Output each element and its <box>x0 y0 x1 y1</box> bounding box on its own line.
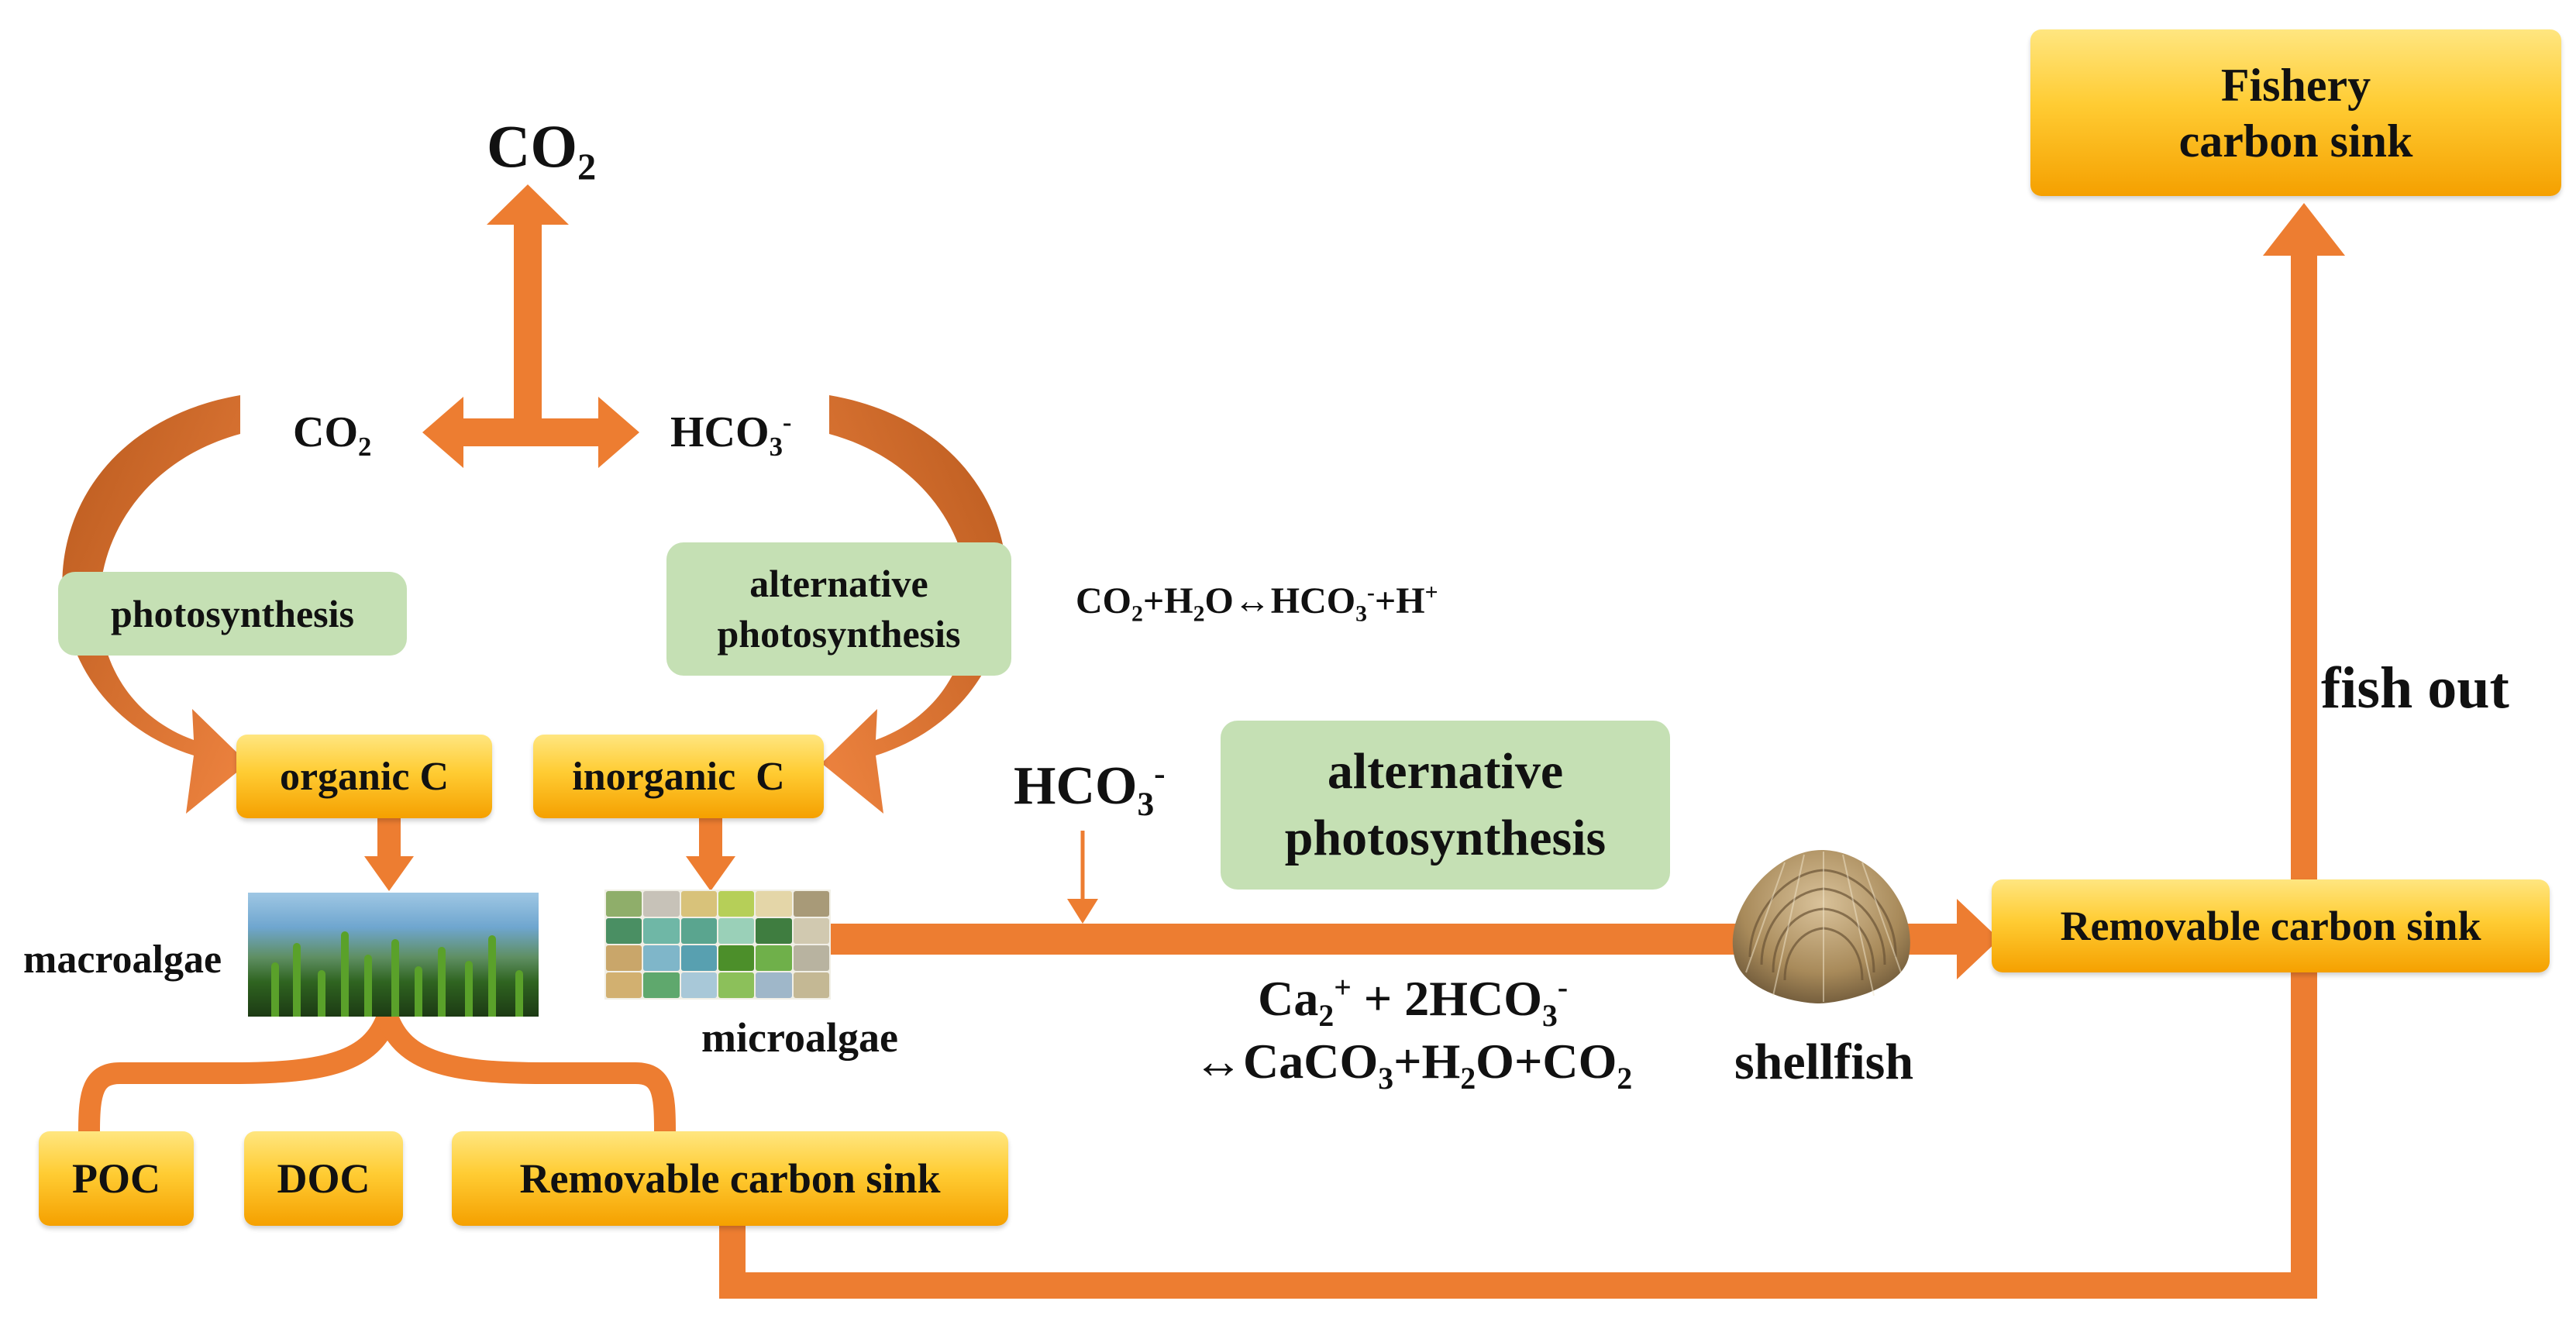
eq1-d: +H <box>1374 580 1425 621</box>
arrow-inorganic-down-shaft <box>699 817 722 860</box>
co2-top-sub: 2 <box>577 146 597 188</box>
eq2-line2: ↔CaCO3+H2O+CO2 <box>1193 1034 1632 1094</box>
eq2-ca-sub: 2 <box>1318 998 1334 1033</box>
removable-bottom-label: Removable carbon sink <box>519 1155 941 1202</box>
eq1-b-sub: 2 <box>1193 601 1205 627</box>
doc-label: DOC <box>277 1155 370 1202</box>
organic-c-box: organic C <box>236 735 492 818</box>
alt-photo-small-line1: alternative <box>749 562 928 605</box>
hco3-input-label: HCO3- <box>1014 756 1166 821</box>
hco3-mid-sub: 3 <box>769 432 783 463</box>
microalgae-photo <box>604 890 831 1000</box>
eq1-c-sup: - <box>1366 580 1375 605</box>
eq2-h2o: +H <box>1393 1034 1461 1089</box>
hco3-water-label: HCO3- <box>670 408 791 460</box>
fish-out-label: fish out <box>2321 656 2509 721</box>
hco3-right-base: HCO <box>1014 756 1138 816</box>
calcification-equation: Ca2+ + 2HCO3- ↔CaCO3+H2O+CO2 <box>1193 970 1632 1094</box>
organic-c-label: organic C <box>279 754 449 799</box>
fishery-carbon-sink-box: Fishery carbon sink <box>2030 29 2561 196</box>
eq1-a-sub: 2 <box>1131 601 1143 627</box>
alt-photo-large-line1: alternative <box>1327 743 1564 800</box>
double-arrow-right-head <box>598 397 639 468</box>
co2-atmosphere-label: CO2 <box>487 116 596 187</box>
hco3-mid-base: HCO <box>670 408 770 456</box>
eq1-c-sub: 3 <box>1355 601 1367 627</box>
eq1-b: +H <box>1142 580 1193 621</box>
arrow-hco3-down-head <box>1067 899 1098 924</box>
inorganic-c-label: inorganic C <box>572 754 785 799</box>
removable-carbon-sink-bottom-box: Removable carbon sink <box>452 1131 1008 1226</box>
double-arrow-shaft <box>457 418 612 446</box>
eq2-h2o-sub: 2 <box>1460 1061 1476 1096</box>
alt-photosynthesis-small-box: alternative photosynthesis <box>666 542 1011 676</box>
alt-photosynthesis-large-box: alternative photosynthesis <box>1221 721 1670 890</box>
shellfish-label: shellfish <box>1734 1034 1914 1090</box>
fishery-line2: carbon sink <box>2178 115 2413 167</box>
eq2-line1: Ca2+ + 2HCO3- <box>1193 970 1632 1031</box>
co2-mid-sub: 2 <box>358 432 372 463</box>
alt-photo-large-line2: photosynthesis <box>1284 810 1607 866</box>
branch-macro-removable <box>377 1012 676 1132</box>
arrow-shellfish-removable-head <box>1957 899 1999 979</box>
poc-box: POC <box>39 1131 194 1226</box>
photosynthesis-label: photosynthesis <box>111 592 354 635</box>
eq1-d-sup: + <box>1424 580 1438 605</box>
removable-carbon-sink-right-box: Removable carbon sink <box>1992 879 2550 972</box>
eq2-hco3: + 2HCO <box>1351 971 1543 1026</box>
eq2-hco3-sup: - <box>1557 970 1569 1005</box>
arrow-inorganic-down-head <box>686 856 735 891</box>
return-path-up-lower <box>2291 972 2317 1299</box>
arrow-up-co2-head <box>487 184 569 225</box>
eq2-hco3-sub: 3 <box>1542 998 1558 1033</box>
arrow-organic-down-shaft <box>377 817 401 860</box>
alt-photo-small-line2: photosynthesis <box>717 612 961 656</box>
branch-macro-poc <box>78 1012 398 1132</box>
curve-arrow-alt-photosynthesis <box>821 395 1007 814</box>
removable-right-label: Removable carbon sink <box>2060 903 2481 949</box>
eq2-co2: O+CO <box>1476 1034 1617 1089</box>
fishery-line1: Fishery <box>2220 59 2371 111</box>
eq2-co2-sub: 2 <box>1617 1061 1633 1096</box>
arrow-up-co2-shaft <box>514 221 542 430</box>
hco3-right-sub: 3 <box>1137 786 1155 823</box>
photosynthesis-box: photosynthesis <box>58 572 407 656</box>
fish-out-arrow-head <box>2263 203 2345 256</box>
fish-out-arrow-shaft <box>2291 252 2317 887</box>
arrow-organic-down-head <box>364 856 414 891</box>
co2-mid-base: CO <box>293 408 358 456</box>
shellfish-icon <box>1732 849 1910 1003</box>
inorganic-c-box: inorganic C <box>533 735 824 818</box>
eq1-c: O↔HCO <box>1204 580 1356 621</box>
double-arrow-left-head <box>422 397 463 468</box>
microalgae-label: microalgae <box>701 1014 898 1061</box>
macroalgae-photo <box>248 893 539 1017</box>
co2-top-base: CO <box>487 112 577 180</box>
eq2-ca-sup: + <box>1334 970 1352 1005</box>
return-path-horizontal <box>719 1272 2317 1299</box>
eq2-caco3: ↔CaCO <box>1193 1034 1379 1089</box>
eq1-a: CO <box>1076 580 1131 621</box>
hco3-mid-sup: - <box>782 407 792 438</box>
poc-label: POC <box>72 1155 160 1202</box>
doc-box: DOC <box>244 1131 403 1226</box>
carbonate-equilibrium-equation: CO2+H2O↔HCO3-+H+ <box>1076 580 1438 625</box>
curve-arrow-photosynthesis <box>62 395 248 814</box>
eq2-ca: Ca <box>1258 971 1319 1026</box>
eq2-caco3-sub: 3 <box>1378 1061 1394 1096</box>
hco3-right-sup: - <box>1154 755 1166 793</box>
macroalgae-label: macroalgae <box>23 938 222 982</box>
co2-water-label: CO2 <box>293 408 371 460</box>
